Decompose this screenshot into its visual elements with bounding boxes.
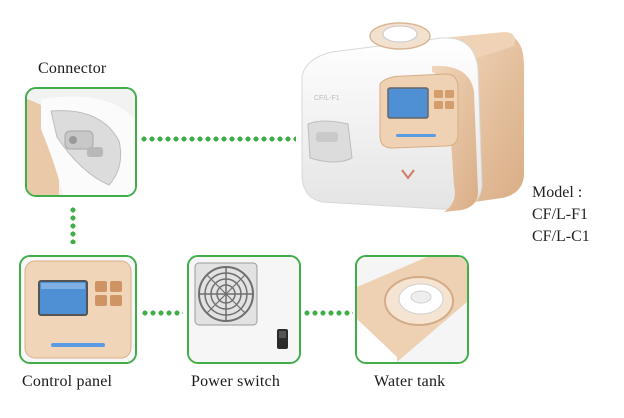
power-to-tank-dots [303,310,353,316]
water-tank-label: Water tank [374,373,446,390]
power-switch-image [189,257,299,362]
model-heading: Model : [532,184,583,201]
model-name-1: CF/L-F1 [532,206,589,223]
control-panel-image [21,257,135,362]
panel-to-power-dots [141,310,183,316]
connector-label: Connector [38,60,107,77]
connector-image-frame [25,87,137,197]
connector-to-panel-dots [70,206,76,244]
control-panel-image-frame [19,255,137,364]
model-name-2: CF/L-C1 [532,228,590,245]
model-info: Model : CF/L-F1 CF/L-C1 [532,182,624,248]
device-image: CF/L-F1 [292,6,532,226]
power-switch-image-frame [187,255,301,364]
water-tank-image [357,257,467,362]
connector-to-device-dots [140,136,296,142]
power-switch-label: Power switch [191,373,281,390]
control-panel-label: Control panel [22,373,113,390]
connector-image [27,89,135,195]
device-front-text: CF/L-F1 [314,95,340,102]
water-tank-image-frame [355,255,469,364]
